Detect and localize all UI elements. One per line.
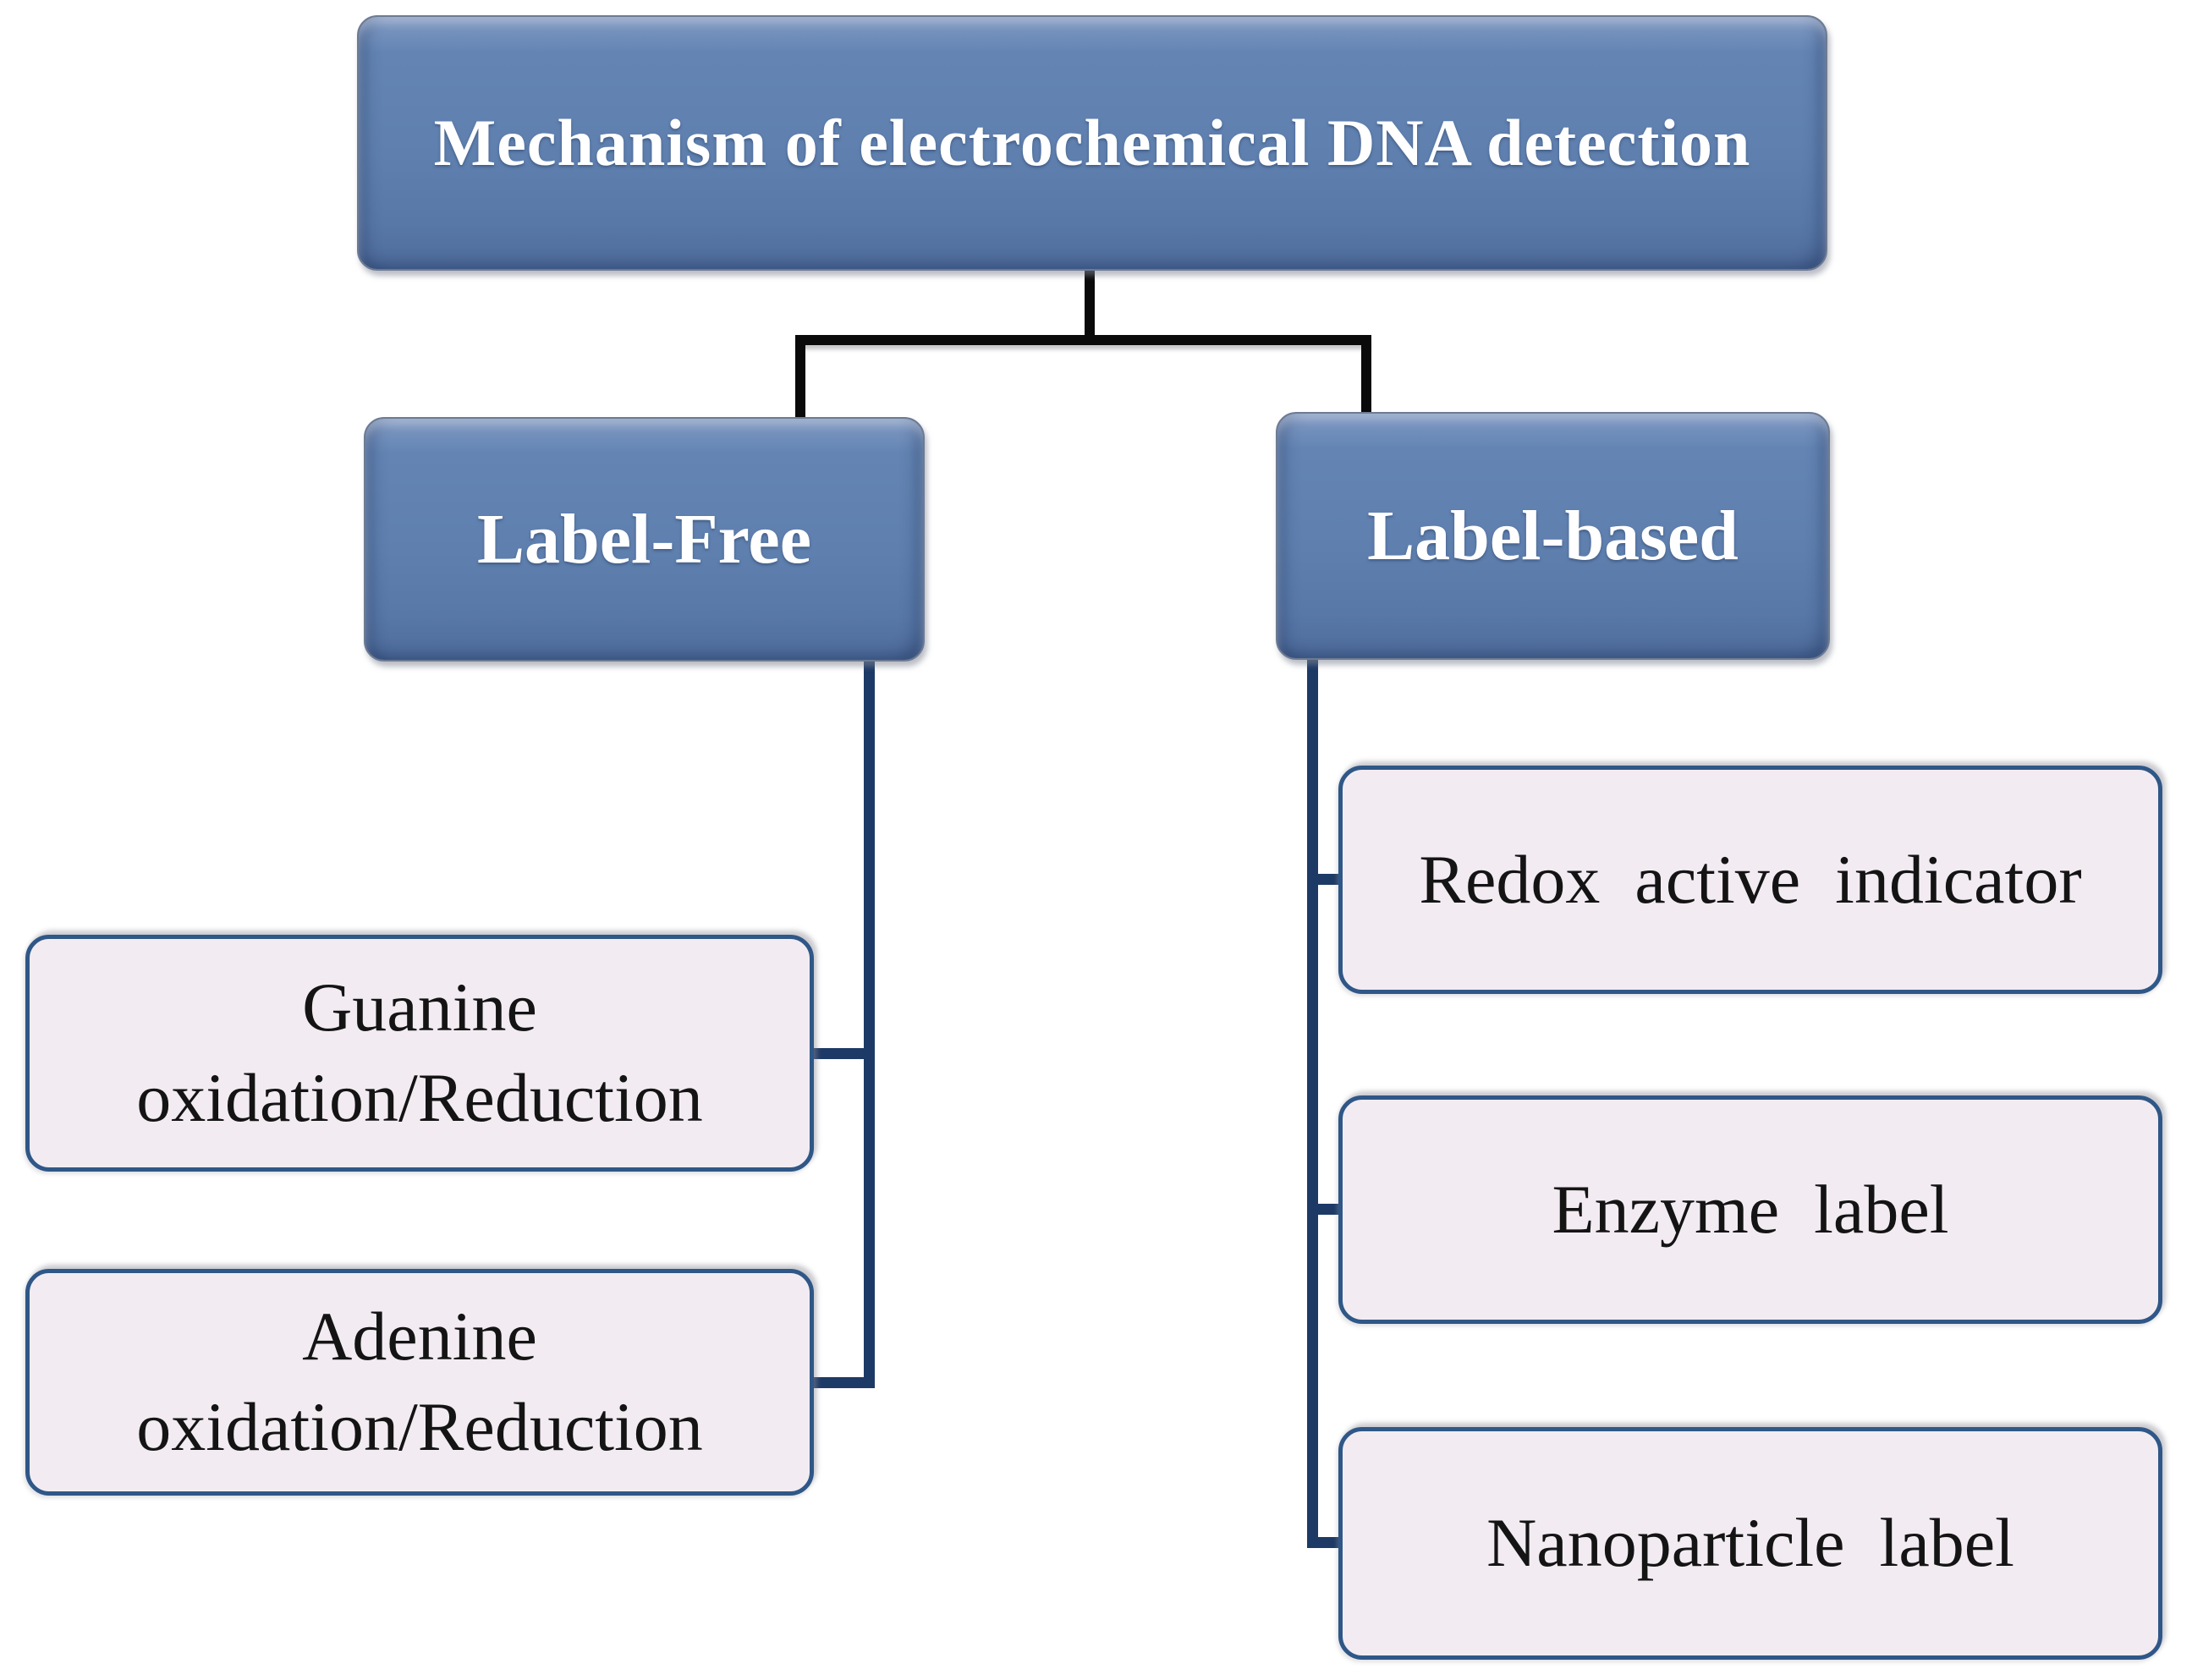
- root-node-label: Mechanism of electrochemical DNA detecti…: [433, 106, 1751, 179]
- leaf-guanine-text: Guanine oxidation/Reduction: [136, 969, 703, 1136]
- connector-rail-label-based: [1307, 658, 1318, 1548]
- leaf-node-redox-active-indicator: Redox active indicator: [1338, 766, 2162, 994]
- connector-stub-enzyme: [1307, 1204, 1347, 1215]
- connector-stub-redox: [1307, 874, 1347, 885]
- branch-node-label-free: Label-Free: [364, 417, 925, 662]
- leaf-node-enzyme-label: Enzyme label: [1338, 1095, 2162, 1324]
- connector-split-horizontal: [795, 335, 1371, 345]
- connector-root-drop: [1085, 267, 1095, 345]
- leaf-node-adenine-oxidation-reduction: Adenine oxidation/Reduction: [25, 1269, 814, 1496]
- branch-label-based-text: Label-based: [1367, 497, 1739, 575]
- connector-drop-label-free: [795, 335, 805, 417]
- leaf-enzyme-text: Enzyme label: [1552, 1170, 1949, 1248]
- branch-label-free-text: Label-Free: [477, 500, 811, 579]
- leaf-adenine-text: Adenine oxidation/Reduction: [136, 1298, 703, 1465]
- connector-rail-label-free: [864, 660, 875, 1388]
- leaf-node-nanoparticle-label: Nanoparticle label: [1338, 1427, 2162, 1660]
- leaf-redox-text: Redox active indicator: [1419, 840, 2082, 918]
- connector-stub-guanine: [809, 1048, 875, 1059]
- root-node: Mechanism of electrochemical DNA detecti…: [357, 15, 1827, 271]
- connector-elbow-nanoparticle: [1307, 1537, 1347, 1548]
- connector-elbow-adenine: [809, 1377, 875, 1388]
- leaf-node-guanine-oxidation-reduction: Guanine oxidation/Reduction: [25, 935, 814, 1172]
- connector-drop-label-based: [1361, 335, 1371, 415]
- leaf-nanoparticle-text: Nanoparticle label: [1486, 1504, 2014, 1582]
- branch-node-label-based: Label-based: [1276, 412, 1830, 660]
